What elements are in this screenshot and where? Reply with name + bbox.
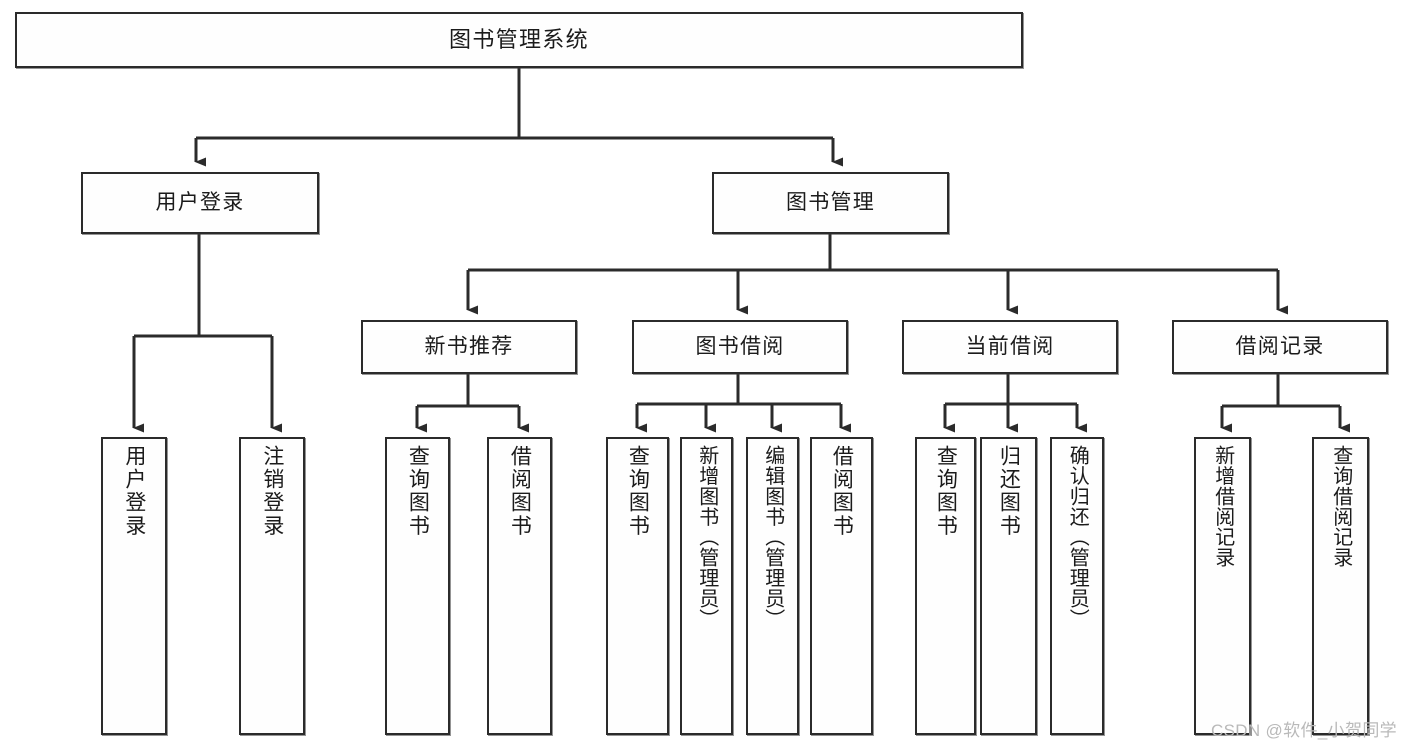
leaf-user-login[interactable]: 用户登录 xyxy=(101,437,167,735)
leaf-logout[interactable]: 注销登录 xyxy=(239,437,305,735)
node-label: 借阅记录 xyxy=(1235,334,1325,358)
leaf-query-book-new-rec[interactable]: 查询图书 xyxy=(385,437,450,735)
node-label: 用户登录 xyxy=(122,445,146,538)
leaf-return-book[interactable]: 归还图书 xyxy=(980,437,1037,735)
node-label: 查询图书 xyxy=(406,445,430,538)
node-label: 编辑图书（管理员） xyxy=(761,445,784,629)
node-book-manage[interactable]: 图书管理 xyxy=(712,172,949,234)
leaf-borrow-book-borrow[interactable]: 借阅图书 xyxy=(810,437,873,735)
node-label: 注销登录 xyxy=(260,445,284,538)
node-user-login[interactable]: 用户登录 xyxy=(81,172,319,234)
leaf-add-borrow-record[interactable]: 新增借阅记录 xyxy=(1194,437,1251,735)
leaf-borrow-book-new-rec[interactable]: 借阅图书 xyxy=(487,437,552,735)
node-book-borrow[interactable]: 图书借阅 xyxy=(632,320,848,374)
node-label: 归还图书 xyxy=(997,445,1021,538)
leaf-query-borrow-record[interactable]: 查询借阅记录 xyxy=(1312,437,1369,735)
node-label: 借阅图书 xyxy=(830,445,854,538)
node-label: 图书管理 xyxy=(785,190,876,214)
leaf-query-book-current[interactable]: 查询图书 xyxy=(915,437,976,735)
node-label: 查询图书 xyxy=(626,445,650,538)
node-root-system[interactable]: 图书管理系统 xyxy=(15,12,1023,68)
node-borrow-record[interactable]: 借阅记录 xyxy=(1172,320,1388,374)
leaf-confirm-return-admin[interactable]: 确认归还（管理员） xyxy=(1050,437,1104,735)
node-label: 图书管理系统 xyxy=(449,27,589,53)
node-label: 新书推荐 xyxy=(424,334,514,358)
node-label: 新增借阅记录 xyxy=(1211,445,1234,568)
leaf-edit-book-admin[interactable]: 编辑图书（管理员） xyxy=(746,437,799,735)
node-label: 用户登录 xyxy=(155,190,245,214)
node-label: 借阅图书 xyxy=(508,445,532,538)
node-current-borrow[interactable]: 当前借阅 xyxy=(902,320,1118,374)
leaf-query-book-borrow[interactable]: 查询图书 xyxy=(606,437,669,735)
node-label: 确认归还（管理员） xyxy=(1066,445,1089,629)
node-label: 新增图书（管理员） xyxy=(695,445,718,629)
node-label: 图书借阅 xyxy=(695,334,785,358)
leaf-add-book-admin[interactable]: 新增图书（管理员） xyxy=(680,437,733,735)
node-label: 查询图书 xyxy=(934,445,958,538)
node-label: 查询借阅记录 xyxy=(1329,445,1352,568)
node-new-book-recommend[interactable]: 新书推荐 xyxy=(361,320,577,374)
node-label: 当前借阅 xyxy=(965,334,1055,358)
watermark-text: CSDN @软件_小贺同学 xyxy=(1210,721,1397,740)
